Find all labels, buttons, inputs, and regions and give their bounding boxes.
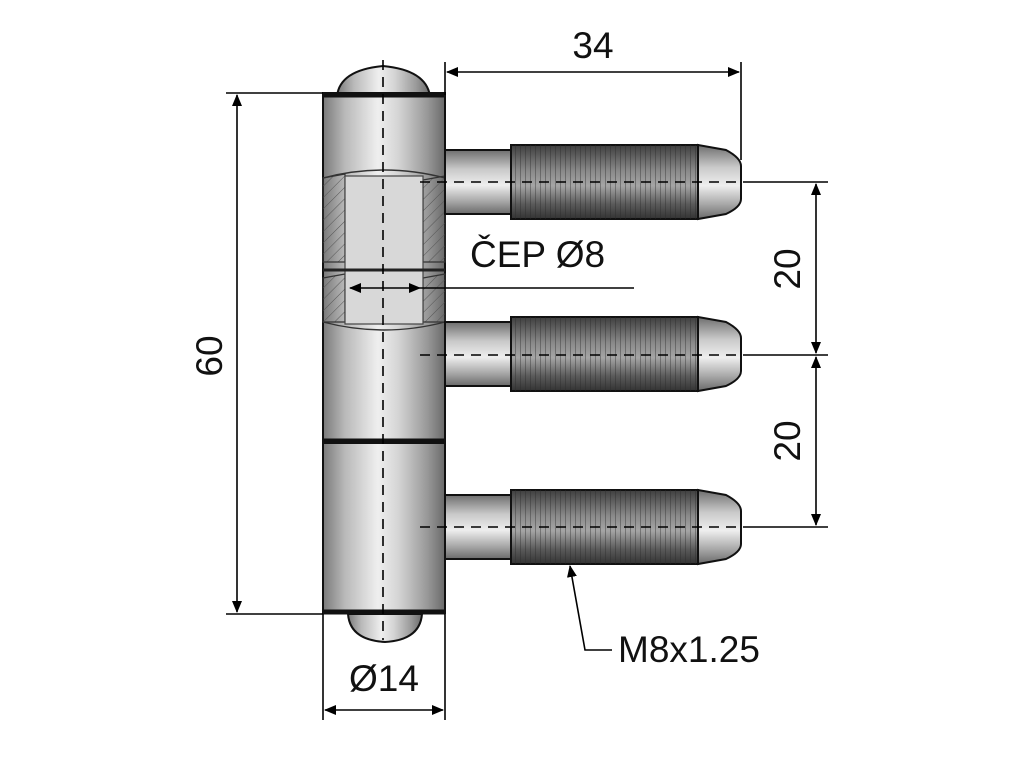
thread-callout: M8x1.25 (567, 565, 760, 670)
dimension-height-label: 60 (189, 335, 230, 376)
dimension-width: 34 (444, 25, 742, 160)
dimension-width-label: 34 (572, 25, 613, 66)
dimension-pin-spacing-top-label: 20 (767, 248, 808, 289)
inner-pin-bore (344, 175, 424, 325)
barrel-diameter-label: Ø14 (349, 658, 419, 699)
dimension-height: 60 (189, 92, 323, 615)
pin-diameter-callout: ČEP Ø8 (349, 234, 634, 293)
dimension-pin-spacing-bottom-label: 20 (767, 420, 808, 461)
pin-diameter-label: ČEP Ø8 (470, 234, 605, 275)
lower-barrel (322, 442, 446, 614)
barrel-section-hatch (322, 173, 346, 263)
pin-middle (444, 315, 742, 393)
dimension-pin-spacing: 20 20 (745, 181, 828, 528)
dimension-barrel-diameter: Ø14 (322, 614, 446, 720)
bottom-cap (346, 613, 424, 644)
thread-spec-label: M8x1.25 (618, 629, 760, 670)
